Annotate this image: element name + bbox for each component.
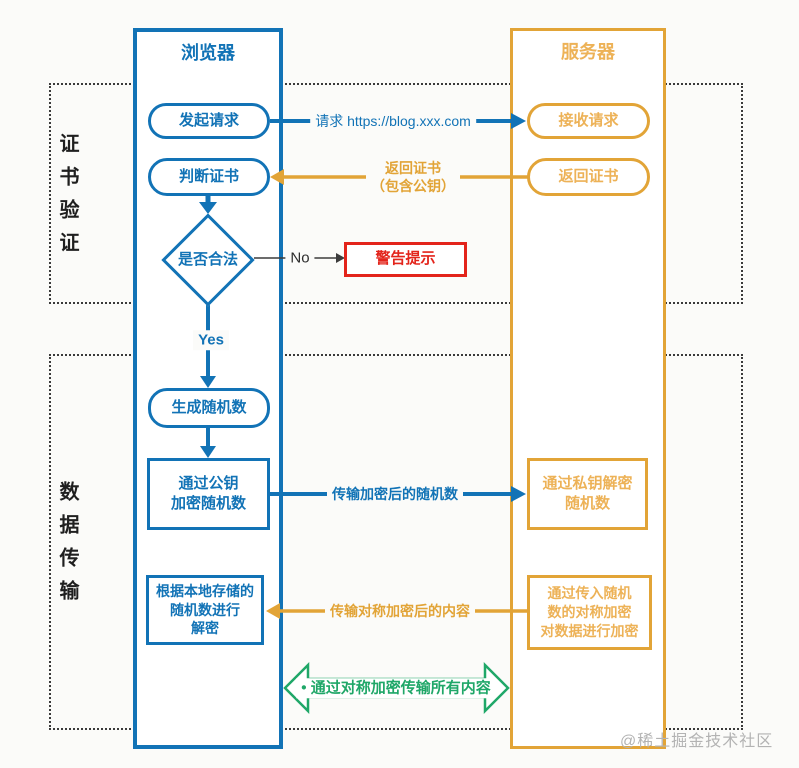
browser-lane-title: 浏览器 — [181, 43, 235, 63]
edge-label-return-cert: 返回证书 （包含公钥） — [366, 158, 460, 196]
edge-label-symmetric-all: • 通过对称加密传输所有内容 — [296, 678, 496, 698]
section-label-data-transfer: 数据传输 — [56, 481, 78, 613]
section-cert-verification — [49, 83, 743, 304]
node-private-key-decrypt: 通过私钥解密 随机数 — [527, 458, 648, 530]
edge-label-yes: Yes — [193, 330, 229, 350]
edge-label-request: 请求 https://blog.xxx.com — [310, 111, 476, 131]
edge-label-symmetric-content: 传输对称加密后的内容 — [325, 601, 475, 621]
node-judge-certificate: 判断证书 — [148, 158, 270, 196]
node-local-decrypt: 根据本地存储的 随机数进行 解密 — [146, 575, 264, 645]
edge-label-no: No — [285, 248, 315, 268]
node-warning-alert: 警告提示 — [344, 242, 467, 277]
node-initiate-request: 发起请求 — [148, 103, 270, 139]
watermark: @稀土掘金技术社区 — [620, 733, 774, 750]
node-return-certificate: 返回证书 — [527, 158, 650, 196]
node-receive-request: 接收请求 — [527, 103, 650, 139]
section-data-transfer — [49, 354, 743, 730]
decision-legality-label: 是否合法 — [177, 250, 238, 268]
node-public-key-encrypt: 通过公钥 加密随机数 — [147, 458, 270, 530]
section-label-cert-verification: 证书验证 — [56, 133, 78, 265]
node-generate-random: 生成随机数 — [148, 388, 270, 428]
server-lane-title: 服务器 — [561, 42, 615, 62]
edge-label-encrypted-random: 传输加密后的随机数 — [327, 484, 463, 504]
node-symmetric-encrypt: 通过传入随机 数的对称加密 对数据进行加密 — [527, 575, 652, 650]
